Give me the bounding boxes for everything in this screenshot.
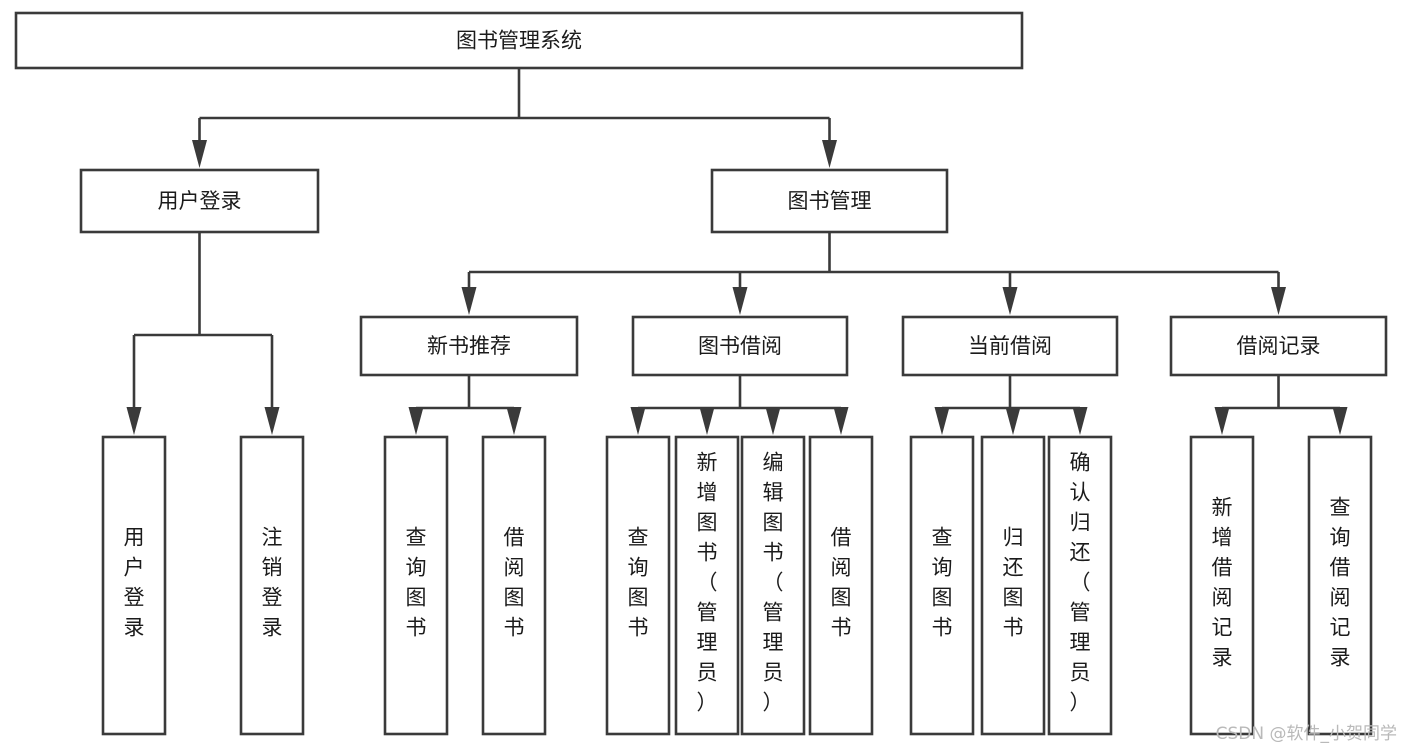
arrow-head-icon xyxy=(1214,407,1230,435)
connector-group-root xyxy=(192,68,837,168)
node-leaf-logout[interactable]: 注销登录 xyxy=(239,435,305,736)
arrow-head-icon xyxy=(192,140,207,168)
node-box[interactable] xyxy=(14,11,1024,70)
node-label: 新书推荐 xyxy=(427,334,511,358)
node-box[interactable] xyxy=(101,435,167,736)
node-label: 新增图书（管理员） xyxy=(697,451,718,715)
node-box[interactable] xyxy=(383,435,449,736)
connector-group-user-login xyxy=(126,232,280,435)
arrow-head-icon xyxy=(1271,287,1286,315)
node-box[interactable] xyxy=(631,315,849,377)
node-box[interactable] xyxy=(674,435,740,736)
connector-group-book-borrow xyxy=(630,375,849,435)
csdn-watermark: CSDN @软件_小贺同学 xyxy=(1215,724,1397,744)
arrow-head-icon xyxy=(1072,407,1088,435)
node-book-manage[interactable]: 图书管理 xyxy=(710,168,949,234)
arrow-head-icon xyxy=(1002,287,1018,315)
connector-group-book-manage xyxy=(461,232,1286,315)
node-label: 归还图书 xyxy=(1003,526,1024,640)
node-book-borrow[interactable]: 图书借阅 xyxy=(631,315,849,377)
arrow-head-icon xyxy=(765,407,781,435)
arrow-head-icon xyxy=(506,407,522,435)
node-label: 用户登录 xyxy=(124,526,145,640)
node-leaf-query-book-1[interactable]: 查询图书 xyxy=(383,435,449,736)
node-label: 注销登录 xyxy=(262,526,283,640)
arrow-head-icon xyxy=(732,287,748,315)
node-box[interactable] xyxy=(1307,435,1373,736)
node-current-borrow[interactable]: 当前借阅 xyxy=(901,315,1119,377)
node-box[interactable] xyxy=(909,435,975,736)
node-label: 查询图书 xyxy=(628,526,649,640)
node-leaf-add-record[interactable]: 新增借阅记录 xyxy=(1189,435,1255,736)
node-borrow-record[interactable]: 借阅记录 xyxy=(1169,315,1388,377)
arrow-head-icon xyxy=(934,407,950,435)
node-leaf-query-record[interactable]: 查询借阅记录 xyxy=(1307,435,1373,736)
node-leaf-return-book[interactable]: 归还图书 xyxy=(980,435,1046,736)
node-box[interactable] xyxy=(980,435,1046,736)
node-leaf-add-book[interactable]: 新增图书（管理员） xyxy=(674,435,740,736)
arrow-head-icon xyxy=(461,287,477,315)
arrow-head-icon xyxy=(630,407,646,435)
node-leaf-borrow-book-1[interactable]: 借阅图书 xyxy=(481,435,547,736)
node-box[interactable] xyxy=(79,168,320,234)
arrow-head-icon xyxy=(833,407,849,435)
node-new-book-recommend[interactable]: 新书推荐 xyxy=(359,315,579,377)
node-user-login[interactable]: 用户登录 xyxy=(79,168,320,234)
node-box[interactable] xyxy=(901,315,1119,377)
node-label: 借阅图书 xyxy=(504,526,525,640)
node-box[interactable] xyxy=(605,435,671,736)
node-leaf-borrow-book-2[interactable]: 借阅图书 xyxy=(808,435,874,736)
connector-group-new-book-recommend xyxy=(408,375,522,435)
node-box[interactable] xyxy=(1189,435,1255,736)
node-label: 图书管理 xyxy=(788,189,872,213)
connector-group-borrow-record xyxy=(1214,375,1348,435)
node-box[interactable] xyxy=(740,435,806,736)
node-box[interactable] xyxy=(1169,315,1388,377)
arrow-head-icon xyxy=(264,407,280,435)
arrow-head-icon xyxy=(408,407,424,435)
node-leaf-confirm-return[interactable]: 确认归还（管理员） xyxy=(1047,435,1113,736)
node-label: 确认归还（管理员） xyxy=(1070,451,1091,715)
arrow-head-icon xyxy=(699,407,715,435)
node-label: 当前借阅 xyxy=(968,334,1052,358)
arrow-head-icon xyxy=(126,407,142,435)
node-box[interactable] xyxy=(359,315,579,377)
arrow-head-icon xyxy=(1332,407,1348,435)
connectors-layer xyxy=(126,68,1348,435)
node-root[interactable]: 图书管理系统 xyxy=(14,11,1024,70)
node-leaf-user-login[interactable]: 用户登录 xyxy=(101,435,167,736)
node-leaf-query-book-3[interactable]: 查询图书 xyxy=(909,435,975,736)
nodes-layer: 图书管理系统用户登录图书管理新书推荐图书借阅当前借阅借阅记录用户登录注销登录查询… xyxy=(14,11,1388,736)
connector-group-current-borrow xyxy=(934,375,1088,435)
node-label: 查询图书 xyxy=(932,526,953,640)
node-box[interactable] xyxy=(710,168,949,234)
node-label: 借阅记录 xyxy=(1237,334,1321,358)
node-label: 借阅图书 xyxy=(831,526,852,640)
node-box[interactable] xyxy=(239,435,305,736)
node-box[interactable] xyxy=(808,435,874,736)
node-label: 新增借阅记录 xyxy=(1212,496,1233,670)
arrow-head-icon xyxy=(1005,407,1021,435)
node-label: 图书管理系统 xyxy=(456,29,582,53)
node-leaf-edit-book[interactable]: 编辑图书（管理员） xyxy=(740,435,806,736)
node-box[interactable] xyxy=(481,435,547,736)
node-box[interactable] xyxy=(1047,435,1113,736)
node-label: 查询借阅记录 xyxy=(1330,496,1351,670)
node-leaf-query-book-2[interactable]: 查询图书 xyxy=(605,435,671,736)
node-label: 用户登录 xyxy=(158,189,242,213)
node-label: 查询图书 xyxy=(406,526,427,640)
node-label: 编辑图书（管理员） xyxy=(763,451,784,715)
arrow-head-icon xyxy=(822,140,837,168)
node-label: 图书借阅 xyxy=(698,334,782,358)
